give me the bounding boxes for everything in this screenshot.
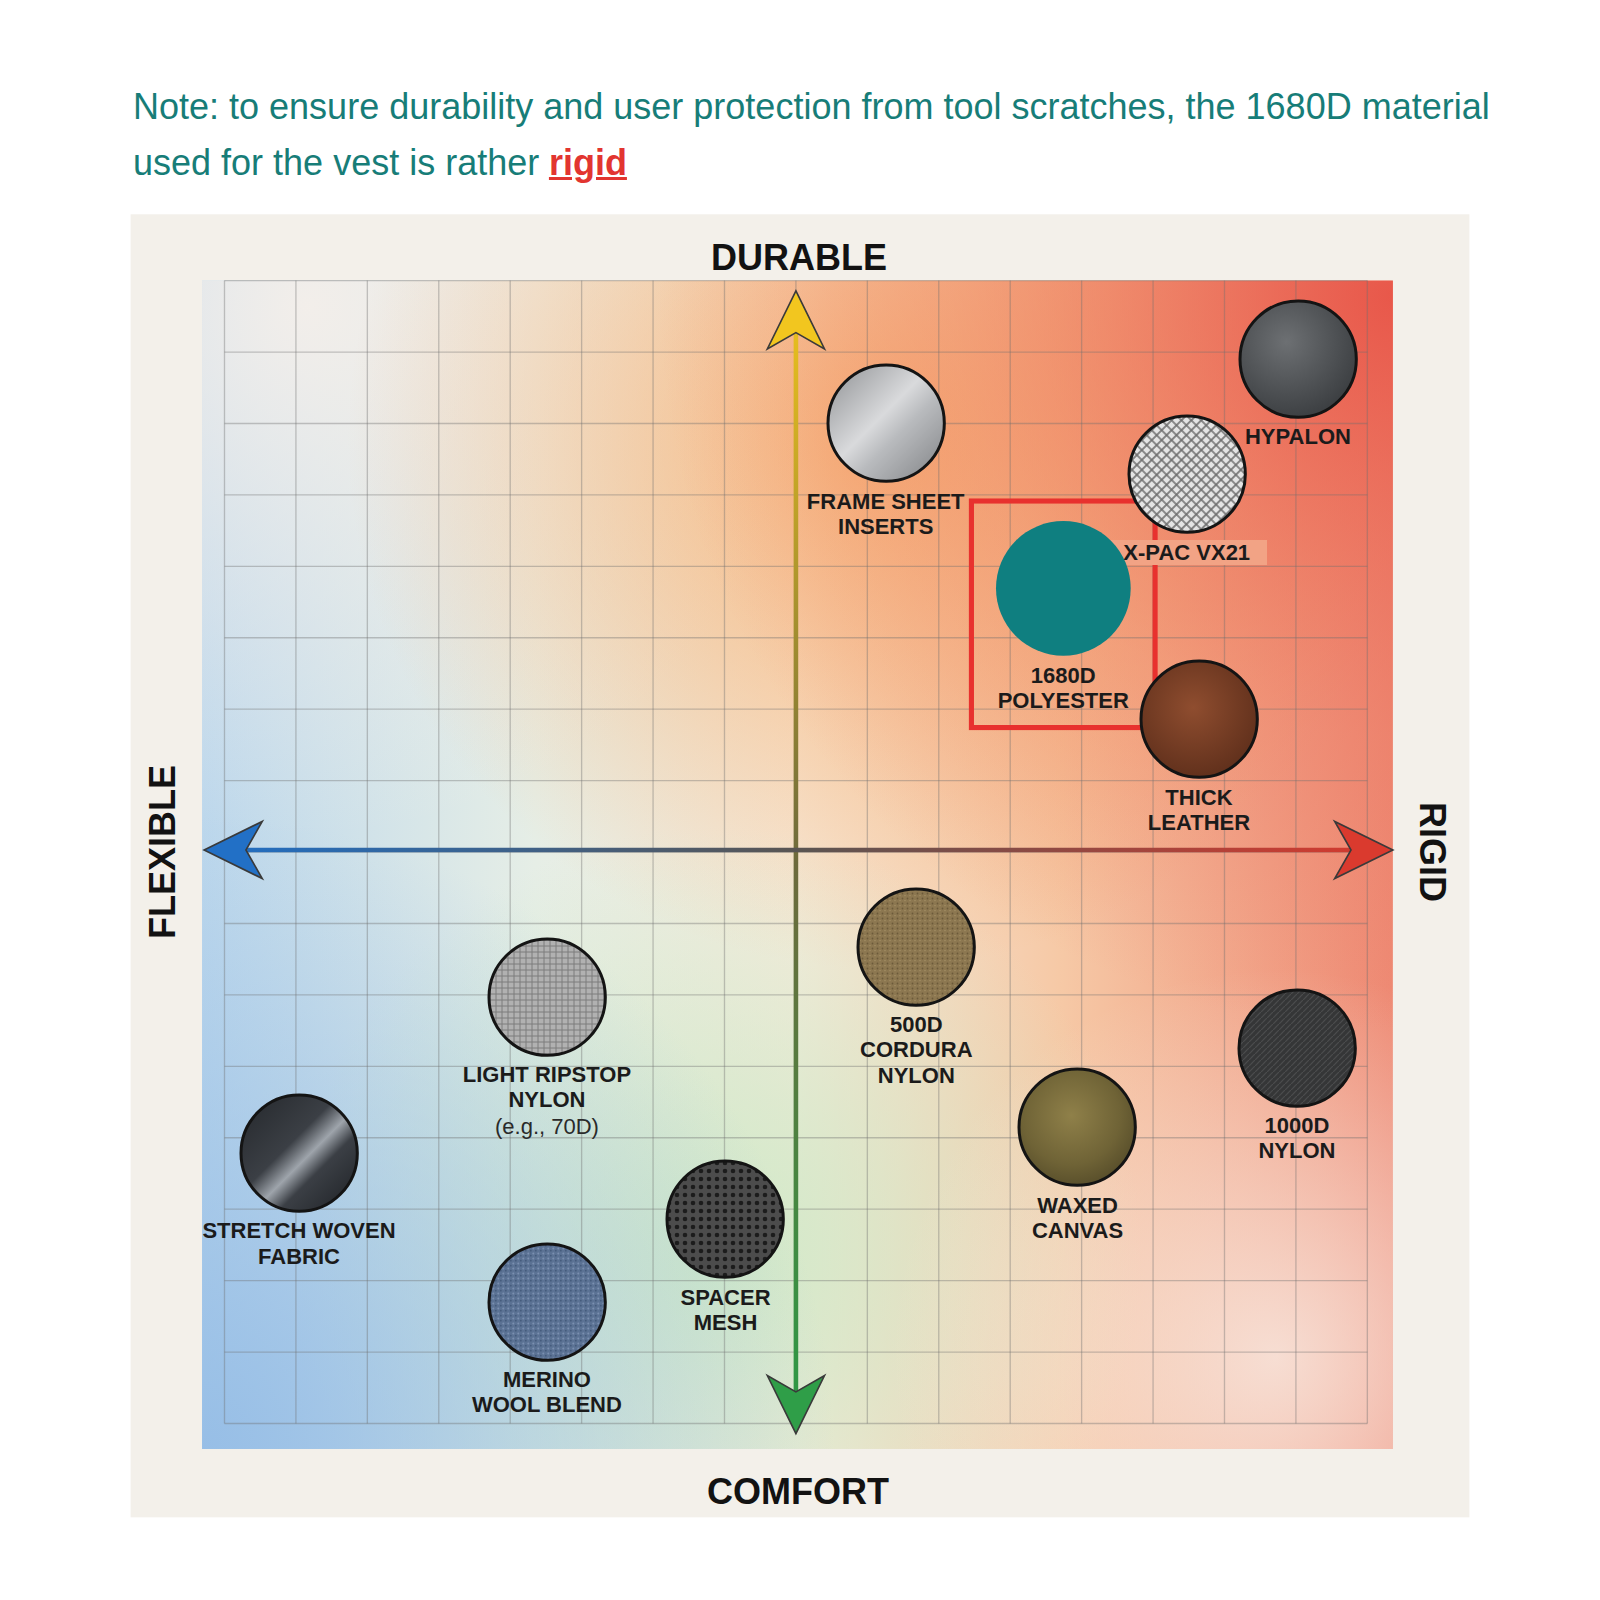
swatch-circle	[1127, 414, 1247, 534]
swatch-circle	[241, 1095, 357, 1211]
swatch-circle	[487, 937, 607, 1057]
swatch-circle	[1238, 299, 1358, 419]
swatch-circle	[1141, 661, 1257, 777]
swatch-circle	[489, 1244, 605, 1360]
material-swatch: LIGHT RIPSTOP NYLON(e.g., 70D)	[447, 937, 647, 1139]
material-label: MERINO WOOL BLEND	[468, 1367, 625, 1418]
material-label: THICK LEATHER	[1136, 785, 1261, 836]
swatch-circle	[858, 889, 974, 1005]
grid-line	[224, 280, 1367, 281]
material-swatch: STRETCH WOVEN FABRIC	[200, 1093, 398, 1269]
material-swatch: X-PAC VX21	[1107, 414, 1267, 565]
material-label: 500D CORDURA NYLON	[854, 1012, 979, 1088]
material-label: HYPALON	[1223, 424, 1373, 449]
swatch-circle	[996, 521, 1131, 656]
emphasis-word: rigid	[549, 142, 627, 183]
swatch-circle	[1017, 1067, 1137, 1187]
axis-arrowhead	[767, 291, 824, 349]
swatch-circle	[239, 1093, 359, 1213]
material-label: FRAME SHEET INSERTS	[798, 489, 973, 540]
swatch-circle	[1019, 1069, 1135, 1185]
swatch-circle	[1237, 988, 1357, 1108]
horizontal-axis	[240, 848, 1357, 853]
swatch-circle	[856, 887, 976, 1007]
material-note: (e.g., 70D)	[447, 1114, 647, 1139]
axis-arrowhead	[1335, 821, 1393, 878]
material-swatch: 1000D NYLON	[1236, 988, 1357, 1164]
axis-label: FLEXIBLE	[145, 765, 181, 939]
material-label: SPACER MESH	[671, 1285, 781, 1336]
swatch-circle	[487, 1242, 607, 1362]
swatch-circle	[828, 365, 944, 481]
axis-label: COMFORT	[707, 1474, 889, 1510]
chart-panel	[131, 214, 1470, 1517]
material-swatch: THICK LEATHER	[1136, 659, 1261, 835]
grid-lines	[224, 281, 1367, 1424]
swatch-circle	[489, 939, 605, 1055]
material-label: WAXED CANVAS	[1018, 1193, 1138, 1244]
axis-arrowhead	[204, 821, 262, 878]
axis-label: RIGID	[1414, 802, 1450, 902]
material-swatch: 500D CORDURA NYLON	[854, 887, 979, 1088]
swatch-circle	[1240, 301, 1356, 417]
swatch-circle	[1129, 416, 1245, 532]
note-text: Note: to ensure durability and user prot…	[133, 86, 1490, 183]
note-text: Note: to ensure durability and user prot…	[133, 79, 1523, 191]
material-swatch: WAXED CANVAS	[1017, 1067, 1138, 1243]
material-swatch: MERINO WOOL BLEND	[468, 1242, 625, 1418]
axis-label: DURABLE	[711, 240, 887, 276]
material-label: LIGHT RIPSTOP NYLON	[447, 1062, 647, 1113]
vertical-axis	[794, 327, 799, 1400]
axes	[204, 291, 1393, 1434]
highlight-box	[971, 501, 1155, 728]
material-swatch: SPACER MESH	[665, 1159, 786, 1335]
material-label: X-PAC VX21	[1107, 540, 1267, 565]
swatch-circle	[994, 519, 1133, 658]
swatch-circle	[665, 1159, 785, 1279]
axis-arrowhead	[767, 1376, 824, 1434]
material-swatch: 1680D POLYESTER	[988, 519, 1138, 713]
swatch-circle	[1239, 990, 1355, 1106]
swatch-circle	[1139, 659, 1259, 779]
swatch-circle	[667, 1161, 783, 1277]
material-label: 1000D NYLON	[1242, 1113, 1352, 1164]
material-swatch: FRAME SHEET INSERTS	[798, 363, 973, 539]
material-label: 1680D POLYESTER	[988, 663, 1138, 714]
material-label: STRETCH WOVEN FABRIC	[200, 1218, 398, 1269]
chart-gradient	[202, 281, 1393, 1449]
material-swatch: HYPALON	[1223, 299, 1373, 450]
swatch-circle	[826, 363, 946, 483]
